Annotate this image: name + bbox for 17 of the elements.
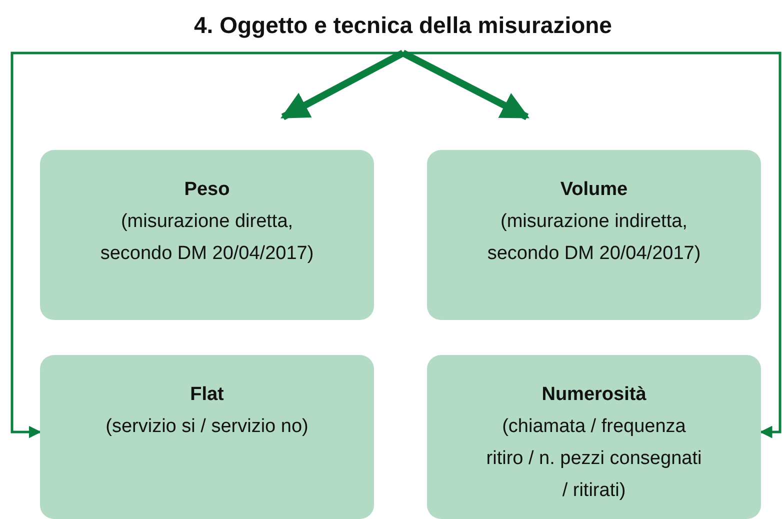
category-box (40, 150, 374, 320)
arrow (401, 50, 530, 120)
box-heading: Flat (190, 383, 224, 407)
box-heading: Volume (560, 178, 628, 202)
box-description: (chiamata / frequenza ritiro / n. pezzi consegnati / ritirati) (485, 415, 703, 503)
category-box (427, 150, 761, 320)
arrow (10, 52, 403, 438)
box-description: (misurazione indiretta, secondo DM 20/04/2017) (486, 210, 702, 266)
diagram-title: 4. Oggetto e tecnica della misurazione (118, 12, 688, 44)
box-description: (misurazione diretta, secondo DM 20/04/2017) (99, 210, 315, 266)
category-box (427, 355, 761, 519)
box-description: (servizio si / servizio no) (104, 415, 310, 439)
arrow (403, 52, 782, 438)
category-box (40, 355, 374, 519)
box-heading: Numerosità (542, 383, 646, 407)
box-heading: Peso (184, 178, 230, 202)
arrow (280, 50, 405, 120)
